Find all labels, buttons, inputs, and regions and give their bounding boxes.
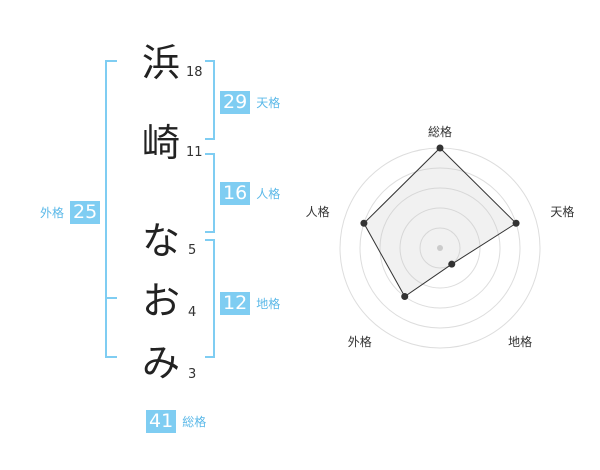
gaikaku-value: 25 [70,201,101,224]
radar-ring-1 [419,227,461,269]
radar-axis-label-3: 地格 [508,334,533,349]
radar-point-3 [448,260,456,268]
jinkaku-badge: 16 人格 [220,182,280,205]
name-char-4: お [141,279,180,323]
chikaku-badge: 12 地格 [220,292,280,315]
gaikaku-badge: 外格 25 [40,201,101,224]
radar-axis-label-5: 人格 [305,205,330,220]
radar-point-4 [401,293,409,301]
jinkaku-label: 人格 [256,186,281,201]
radar-series-polygon [363,147,517,298]
chikaku-bracket [205,239,215,358]
jinkaku-value: 16 [220,182,251,205]
name-char-1: 浜 [141,41,180,85]
radar-point-2 [512,219,520,227]
radar-ring-4 [359,167,521,329]
chikaku-value: 12 [220,292,251,315]
tenkaku-bracket [205,60,215,140]
radar-axis-label-4: 外格 [347,334,372,349]
radar-axis-label-1: 総格 [427,125,453,139]
chikaku-label: 地格 [256,296,281,311]
radar-point-5 [360,219,368,227]
stroke-count-3: 5 [188,243,197,258]
stroke-count-5: 3 [188,367,197,382]
soukaku-badge: 41 総格 [146,410,206,433]
tenkaku-badge: 29 天格 [220,91,280,114]
name-char-5: み [141,341,180,385]
radar-center-dot [437,245,443,251]
tenkaku-label: 天格 [256,95,281,110]
gaikaku-label: 外格 [40,205,65,220]
stroke-count-4: 4 [188,305,197,320]
radar-point-1 [436,144,444,152]
stroke-count-1: 18 [186,65,203,80]
name-char-3: な [141,219,180,263]
soukaku-label: 総格 [182,414,207,429]
soukaku-value: 41 [146,410,177,433]
radar-axis-label-2: 天格 [550,205,575,220]
name-char-2: 崎 [141,121,180,165]
gaikaku-bracket [105,60,117,358]
radar-ring-3 [379,187,501,309]
radar-ring-2 [399,207,481,289]
tenkaku-value: 29 [220,91,251,114]
stroke-count-2: 11 [186,145,203,160]
jinkaku-bracket [205,153,215,233]
